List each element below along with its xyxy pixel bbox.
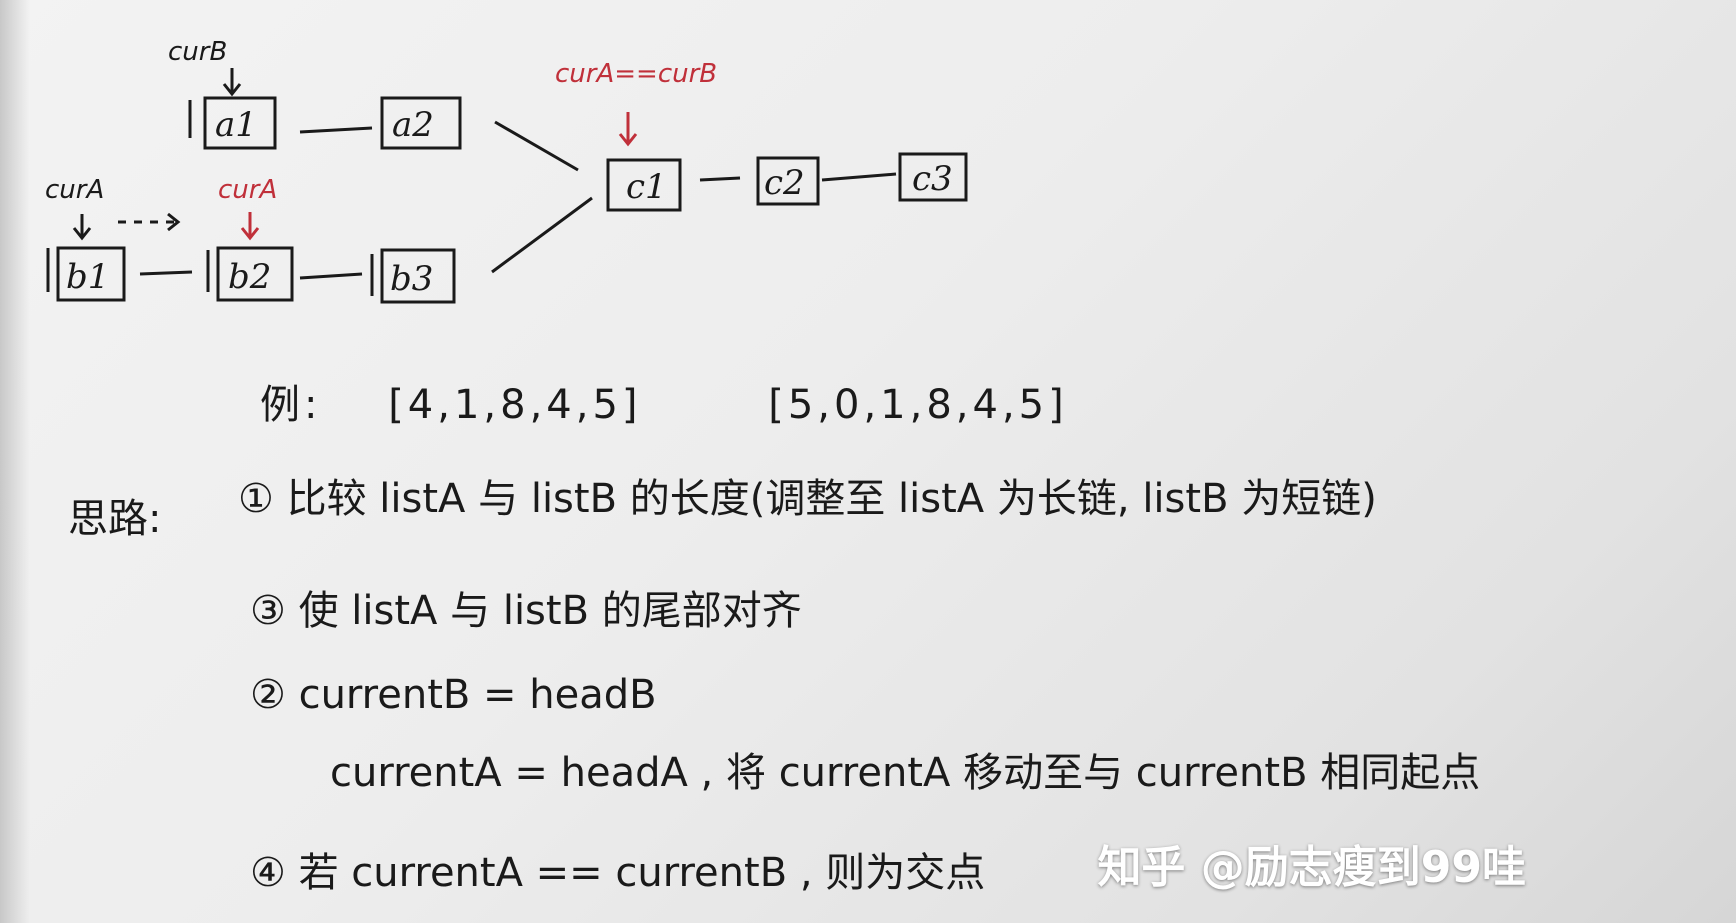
move-dashed-arrowhead: [167, 212, 181, 232]
node-c2: c2: [756, 156, 820, 206]
pointer-curA-left-label: curA: [45, 175, 104, 205]
svg-text:b2: b2: [228, 257, 271, 297]
edge-c2-c3: [821, 172, 897, 182]
step-align-tails: ③ 使 listA 与 listB 的尾部对齐: [250, 588, 802, 634]
svg-text:a1: a1: [215, 105, 257, 145]
svg-text:b1: b1: [66, 257, 109, 297]
node-b1: b1: [46, 246, 126, 302]
svg-text:c1: c1: [626, 167, 667, 207]
example-prefix: 例:: [260, 382, 322, 428]
pointer-curA-red-arrowhead: [240, 227, 260, 241]
edge-a2-c1: [494, 120, 579, 172]
pointer-meet-label: curA==curB: [555, 59, 717, 89]
step-set-currentA: currentA = headA , 将 currentA 移动至与 curre…: [330, 750, 1481, 796]
node-c1: c1: [606, 158, 682, 212]
pointer-curA-left-arrowhead: [72, 227, 92, 241]
example-list-b: [5,0,1,8,4,5]: [768, 382, 1068, 428]
step-compare-lengths: ① 比较 listA 与 listB 的长度(调整至 listA 为长链, li…: [238, 476, 1377, 522]
node-c3: c3: [898, 152, 968, 202]
node-a2: a2: [380, 96, 462, 150]
example-line: 例: [4,1,8,4,5] [5,0,1,8,4,5]: [260, 372, 1068, 430]
edge-c1-c2: [699, 176, 741, 182]
step-set-currentB: ② currentB = headB: [250, 672, 657, 718]
node-b2: b2: [206, 246, 294, 302]
edge-b2-b3: [299, 272, 363, 280]
svg-text:c3: c3: [912, 159, 953, 199]
example-list-a: [4,1,8,4,5]: [388, 382, 642, 428]
pointer-meet-arrowhead: [618, 133, 638, 147]
node-b3: b3: [370, 248, 456, 304]
step-compare-pointers: ④ 若 currentA == currentB , 则为交点: [250, 850, 986, 896]
pointer-curB-label: curB: [168, 37, 227, 67]
svg-text:c2: c2: [764, 163, 805, 203]
svg-text:a2: a2: [392, 105, 434, 145]
paper-edge-shadow: [0, 0, 30, 923]
edge-a1-a2: [299, 126, 373, 134]
zhihu-watermark: 知乎 @励志瘦到99哇: [1097, 842, 1526, 893]
steps-heading: 思路:: [68, 496, 162, 542]
edge-b3-c1: [491, 196, 593, 274]
pointer-curB-arrowhead: [222, 83, 242, 97]
node-a1: a1: [188, 96, 277, 150]
svg-text:b3: b3: [390, 259, 433, 299]
pointer-curA-red-label: curA: [218, 175, 277, 205]
edge-b1-b2: [139, 270, 193, 276]
